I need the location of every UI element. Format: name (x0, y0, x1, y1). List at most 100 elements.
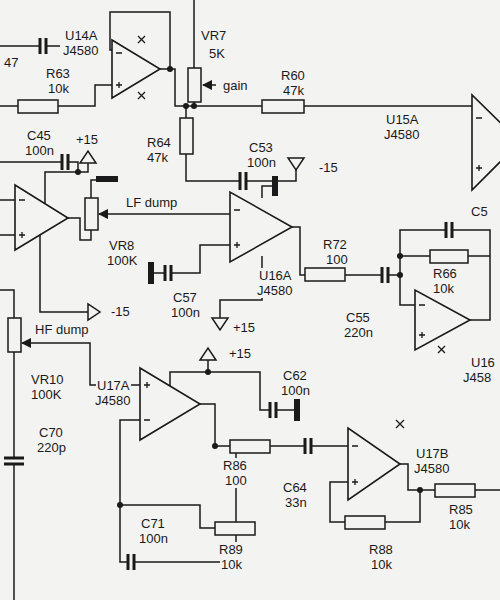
resistor-symbol (180, 118, 193, 154)
component-label: +15 (228, 346, 252, 361)
component-label: R85 (448, 502, 474, 517)
component-label: -15 (318, 160, 339, 175)
capacitor-symbol (4, 458, 24, 464)
wire (13, 352, 15, 600)
input-sign (19, 36, 482, 485)
component-label: LF dump (125, 195, 178, 210)
potentiometer-symbol (188, 68, 201, 102)
wire (0, 162, 78, 172)
component-label: 100n (24, 143, 55, 158)
op-amp-symbol (348, 428, 400, 500)
component-label: U16A (258, 268, 293, 283)
component-label: 220n (343, 325, 374, 340)
component-label: C55 (345, 310, 371, 325)
potentiometer-wiper (203, 84, 216, 86)
component-label: C53 (248, 140, 274, 155)
component-label: 5K (208, 46, 226, 61)
junction-dot (75, 169, 81, 175)
wire (0, 45, 60, 47)
component-label: R63 (45, 66, 71, 81)
component-label: 100n (280, 383, 311, 398)
input-sign (116, 53, 122, 88)
component-label: 10k (432, 281, 455, 296)
component-label: VR7 (200, 28, 227, 43)
wire (200, 404, 348, 446)
ground-bar (96, 176, 118, 182)
component-label: U17B (415, 446, 450, 461)
capacitor-symbol (270, 402, 276, 418)
wire (304, 105, 472, 107)
input-sign (352, 446, 358, 485)
component-label: 100n (246, 155, 277, 170)
op-amp-symbol (15, 40, 500, 500)
component-label: C5 (470, 204, 489, 219)
potentiometer-wiper (22, 342, 30, 344)
resistor-symbol (430, 250, 468, 263)
component-label: C57 (172, 290, 198, 305)
capacitor-symbol (240, 172, 246, 190)
junction-dot (191, 103, 197, 109)
op-amp-symbol (140, 368, 200, 440)
resistor-symbol (435, 484, 475, 497)
component-label: U14A (64, 28, 99, 43)
supply-arrow (288, 158, 304, 170)
component-label: gain (222, 78, 249, 93)
capacitor-symbol (4, 38, 452, 570)
op-amp-symbol (15, 185, 68, 250)
input-sign (144, 382, 150, 420)
component-label: R72 (322, 237, 348, 252)
component-label: U17A (96, 378, 131, 393)
input-sign (138, 36, 145, 99)
component-label: J4580 (413, 461, 450, 476)
component-label: +15 (75, 132, 99, 147)
ground-bar (272, 176, 278, 196)
wire (170, 360, 208, 386)
component-label: R64 (146, 135, 172, 150)
wire (292, 227, 415, 305)
supply-arrow (80, 151, 96, 163)
ground-bar (96, 176, 300, 421)
component-label: R89 (218, 542, 244, 557)
ground-bar (294, 399, 300, 421)
ground-bar (148, 262, 154, 284)
component-label: VR8 (108, 238, 135, 253)
junction-dot (117, 502, 123, 508)
input-sign (396, 346, 445, 428)
op-amp-symbol (230, 192, 292, 262)
component-label: J458 (462, 370, 492, 385)
component-label: R88 (368, 542, 394, 557)
capacitor-symbol (62, 154, 68, 170)
junction-dot (397, 272, 403, 278)
wire (40, 235, 88, 312)
component-label: 100K (30, 387, 62, 402)
wire (0, 290, 14, 318)
component-label: 10k (370, 557, 393, 572)
component-label: 10k (220, 557, 243, 572)
capacitor-symbol (382, 267, 388, 283)
capacitor-symbol (165, 265, 171, 281)
op-amp-symbol (472, 95, 500, 190)
potentiometer-wiper (99, 213, 100, 215)
wire (100, 213, 230, 215)
component-label: C45 (26, 128, 52, 143)
capacitor-symbol (40, 38, 46, 54)
junction-dot (205, 369, 211, 375)
component-label: J4580 (256, 283, 293, 298)
junction-dot (167, 66, 173, 72)
supply-arrow (88, 304, 100, 320)
junction-dot (183, 103, 189, 109)
component-label: 220p (36, 440, 67, 455)
supply-arrow (212, 318, 228, 330)
resistor-symbol (345, 516, 385, 529)
component-label: 100 (325, 252, 349, 267)
resistor-symbol (305, 268, 345, 281)
component-label: 33n (284, 495, 308, 510)
wire (91, 180, 98, 198)
component-label: 100n (138, 531, 169, 546)
component-label: 100K (106, 253, 138, 268)
component-label: J4580 (62, 43, 99, 58)
component-label: J4580 (94, 393, 131, 408)
component-label: 47 (3, 55, 19, 70)
potentiometer-symbol (8, 68, 201, 352)
